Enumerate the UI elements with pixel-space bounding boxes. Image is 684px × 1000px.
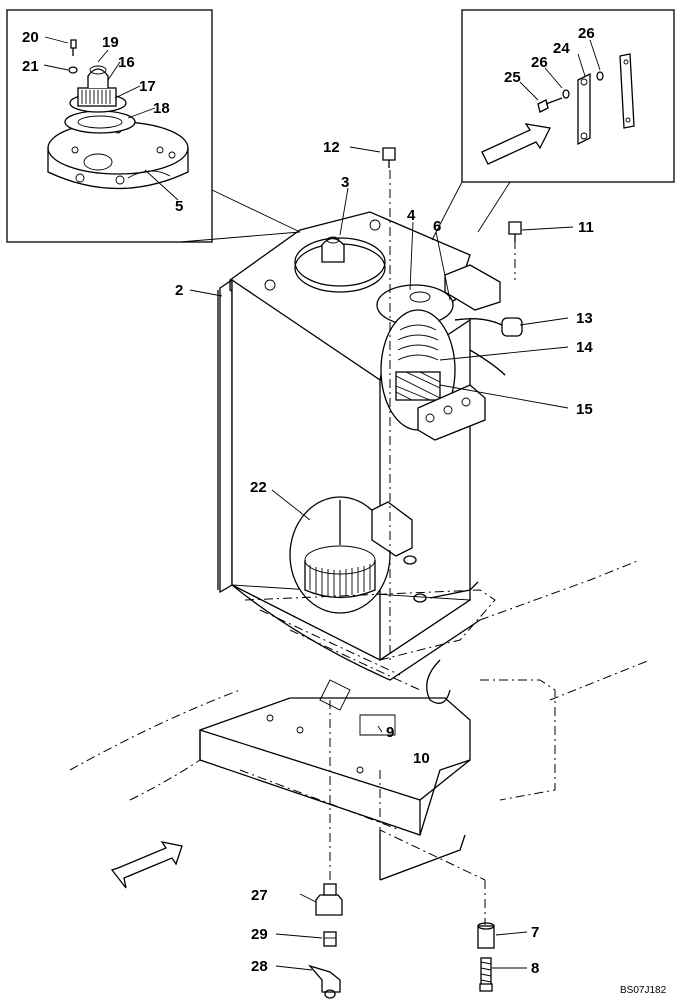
inset-level-gauge <box>431 9 675 241</box>
callout-22: 22 <box>250 479 267 496</box>
callout-8: 8 <box>531 960 539 977</box>
callout-6: 6 <box>433 218 441 235</box>
inset-filter-detail <box>6 9 301 243</box>
callout-26-upper: 26 <box>578 25 595 42</box>
callout-25: 25 <box>504 69 521 86</box>
callout-3: 3 <box>341 174 349 191</box>
callout-2: 2 <box>175 282 183 299</box>
callout-27: 27 <box>251 887 268 904</box>
callout-18: 18 <box>153 100 170 117</box>
callout-21: 21 <box>22 58 39 75</box>
callout-28: 28 <box>251 958 268 975</box>
callout-16: 16 <box>118 54 135 71</box>
callout-17: 17 <box>139 78 156 95</box>
callout-13: 13 <box>576 310 593 327</box>
callout-14: 14 <box>576 339 593 356</box>
bolt-11 <box>508 221 522 242</box>
callout-5: 5 <box>175 198 183 215</box>
callout-24: 24 <box>553 40 570 57</box>
hydraulic-tank <box>217 211 523 691</box>
callout-15: 15 <box>576 401 593 418</box>
callout-19: 19 <box>102 34 119 51</box>
callout-26-lower: 26 <box>531 54 548 71</box>
callout-labels: 20 19 21 16 17 18 5 12 3 4 6 11 2 13 14 … <box>22 25 667 996</box>
bolt-8 <box>479 957 493 992</box>
leaders <box>189 146 574 971</box>
callout-12: 12 <box>323 139 340 156</box>
callout-10: 10 <box>413 750 430 767</box>
drawing-code: BS07J182 <box>620 985 667 996</box>
callout-9: 9 <box>386 724 394 741</box>
callout-11: 11 <box>578 219 594 236</box>
callout-4: 4 <box>407 207 416 224</box>
callout-29: 29 <box>251 926 268 943</box>
front-arrow <box>110 841 183 889</box>
fitting-27 <box>315 883 343 916</box>
callout-7: 7 <box>531 924 539 941</box>
chassis-frame <box>69 559 651 881</box>
bolt-12 <box>382 147 396 168</box>
spacer-7 <box>477 922 495 949</box>
fitting-29 <box>323 931 337 947</box>
callout-20: 20 <box>22 29 39 46</box>
valve-28 <box>308 964 341 999</box>
